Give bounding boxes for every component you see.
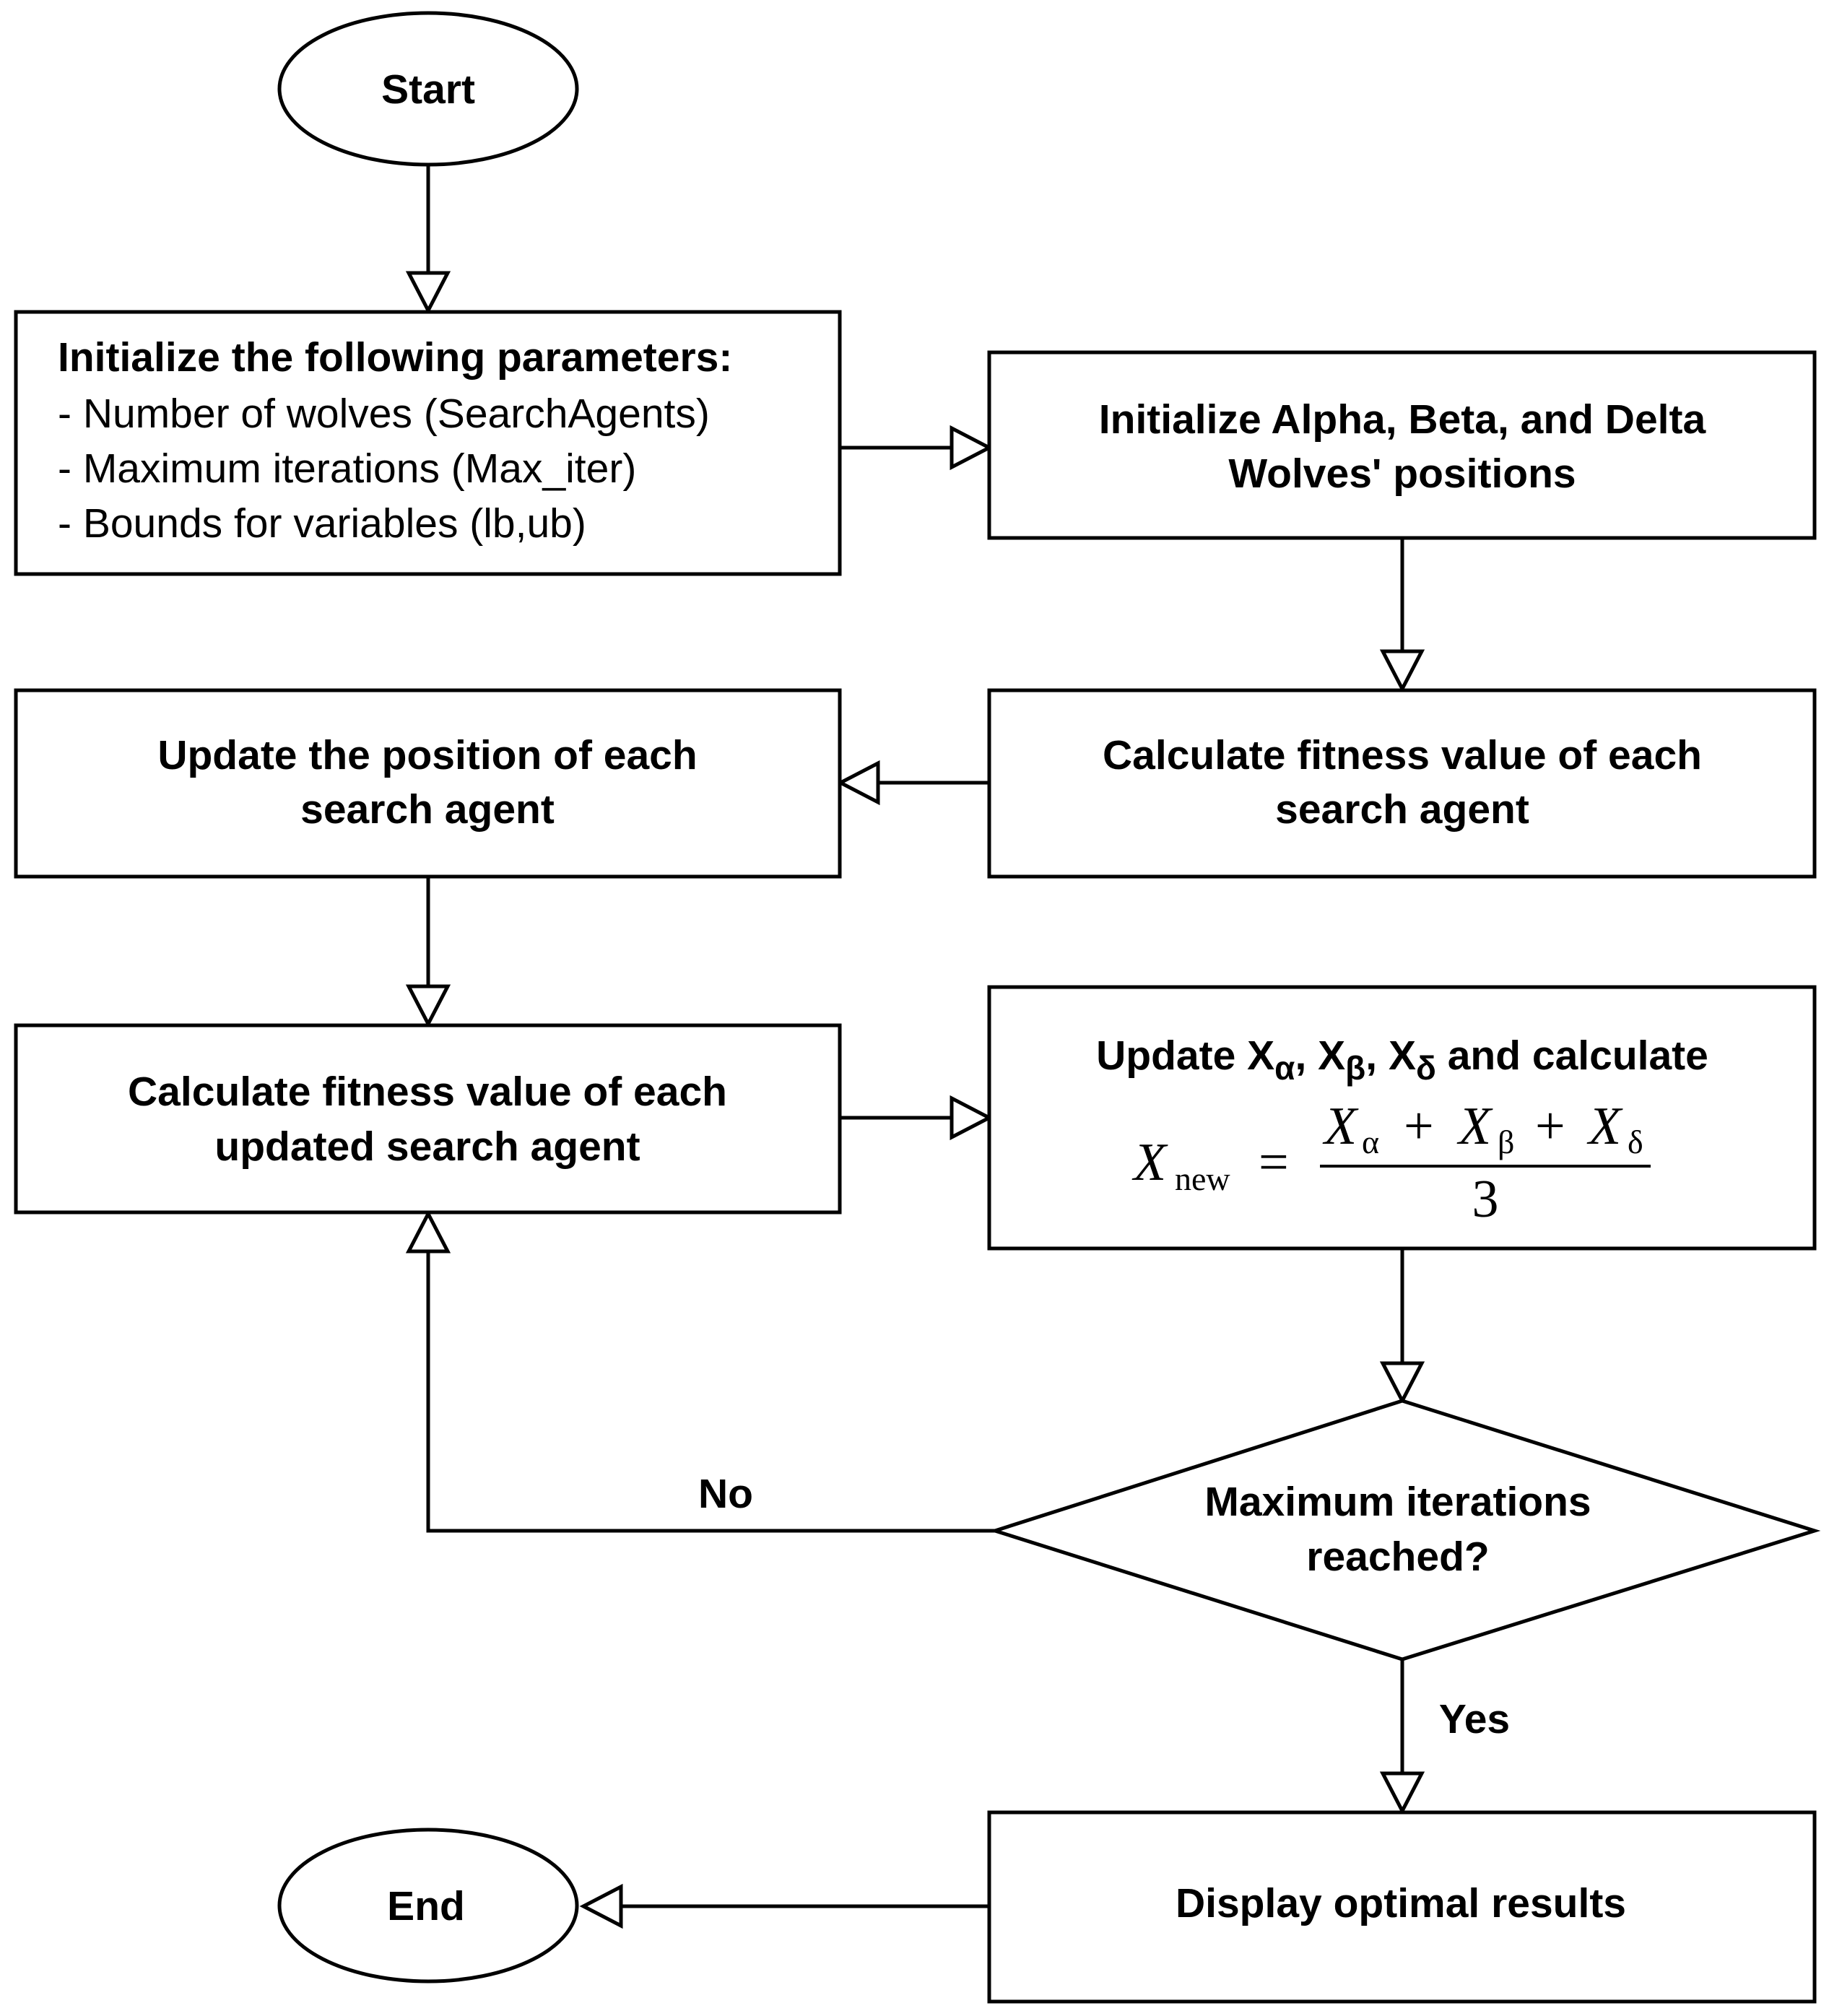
end-node: End bbox=[277, 1828, 579, 1984]
calc-updated-fitness-line: updated search agent bbox=[214, 1124, 640, 1170]
arrowhead-init-to-positions bbox=[950, 425, 994, 471]
update-position-box: Update the position of each search agent bbox=[14, 688, 842, 879]
connectors bbox=[405, 165, 1425, 1929]
formula-lhs: X bbox=[1131, 1133, 1168, 1192]
arrowhead-start-to-init bbox=[405, 271, 451, 315]
init-params-title: Initialize the following parameters: bbox=[58, 334, 732, 381]
init-params-box: Initialize the following parameters: - N… bbox=[14, 310, 842, 576]
init-params-item: - Number of wolves (SearchAgents) bbox=[58, 391, 710, 437]
calc-fitness-line: search agent bbox=[1275, 786, 1529, 833]
init-positions-line: Wolves' positions bbox=[1228, 451, 1576, 497]
decision-line: Maximum iterations bbox=[1204, 1479, 1591, 1525]
arrowhead-positions-to-fitness bbox=[1379, 649, 1425, 693]
edge-decision-no-loop bbox=[426, 1251, 995, 1533]
update-position-line: Update the position of each bbox=[157, 732, 697, 778]
formula-lhs-sub: new bbox=[1175, 1160, 1230, 1197]
end-label: End bbox=[387, 1883, 465, 1929]
update-leaders-box: Update Xα, Xβ, Xδ and calculate X new = … bbox=[987, 985, 1817, 1251]
formula-sub-delta: δ bbox=[1628, 1124, 1643, 1160]
update-position-line: search agent bbox=[300, 786, 555, 833]
update-leaders-heading: Update Xα, Xβ, Xδ and calculate bbox=[1096, 1033, 1708, 1087]
formula-x-delta: X bbox=[1586, 1097, 1623, 1156]
formula-plus: + bbox=[1535, 1097, 1565, 1156]
init-positions-box: Initialize Alpha, Beta, and Delta Wolves… bbox=[987, 350, 1817, 540]
arrowhead-fitness-to-update bbox=[836, 760, 880, 806]
decision-line: reached? bbox=[1306, 1534, 1489, 1580]
arrowhead-display-to-end bbox=[579, 1883, 623, 1929]
arrowhead-decision-yes bbox=[1379, 1771, 1425, 1815]
arrowhead-updated-fitness-to-leaders bbox=[950, 1095, 994, 1141]
init-positions-line: Initialize Alpha, Beta, and Delta bbox=[1099, 396, 1707, 443]
arrowhead-update-to-updated-fitness bbox=[405, 984, 451, 1028]
decision-node: Maximum iterations reached? bbox=[989, 1399, 1821, 1661]
formula-x-alpha: X bbox=[1322, 1097, 1359, 1156]
arrowhead-leaders-to-decision bbox=[1379, 1361, 1425, 1405]
formula-sub-alpha: α bbox=[1362, 1124, 1379, 1160]
edge-label-no: No bbox=[698, 1471, 753, 1517]
formula-equals: = bbox=[1259, 1133, 1289, 1192]
start-label: Start bbox=[381, 66, 475, 113]
display-label: Display optimal results bbox=[1176, 1880, 1626, 1926]
edge-label-yes: Yes bbox=[1439, 1696, 1510, 1742]
display-box: Display optimal results bbox=[987, 1810, 1817, 2004]
formula-denominator: 3 bbox=[1472, 1170, 1499, 1229]
formula-sub-beta: β bbox=[1498, 1124, 1514, 1160]
formula-x-beta: X bbox=[1456, 1097, 1493, 1156]
calc-fitness-box: Calculate fitness value of each search a… bbox=[987, 688, 1817, 879]
arrowhead-decision-no-loop bbox=[405, 1209, 451, 1254]
calc-fitness-line: Calculate fitness value of each bbox=[1103, 732, 1702, 778]
start-node: Start bbox=[277, 11, 579, 167]
update-formula: X new = X α + X β + X δ 3 bbox=[1131, 1097, 1651, 1229]
calc-updated-fitness-line: Calculate fitness value of each bbox=[128, 1069, 727, 1115]
calc-updated-fitness-box: Calculate fitness value of each updated … bbox=[14, 1023, 842, 1215]
formula-plus: + bbox=[1404, 1097, 1434, 1156]
init-params-item: - Bounds for variables (lb,ub) bbox=[58, 500, 586, 547]
init-params-item: - Maximum iterations (Max_iter) bbox=[58, 446, 636, 492]
